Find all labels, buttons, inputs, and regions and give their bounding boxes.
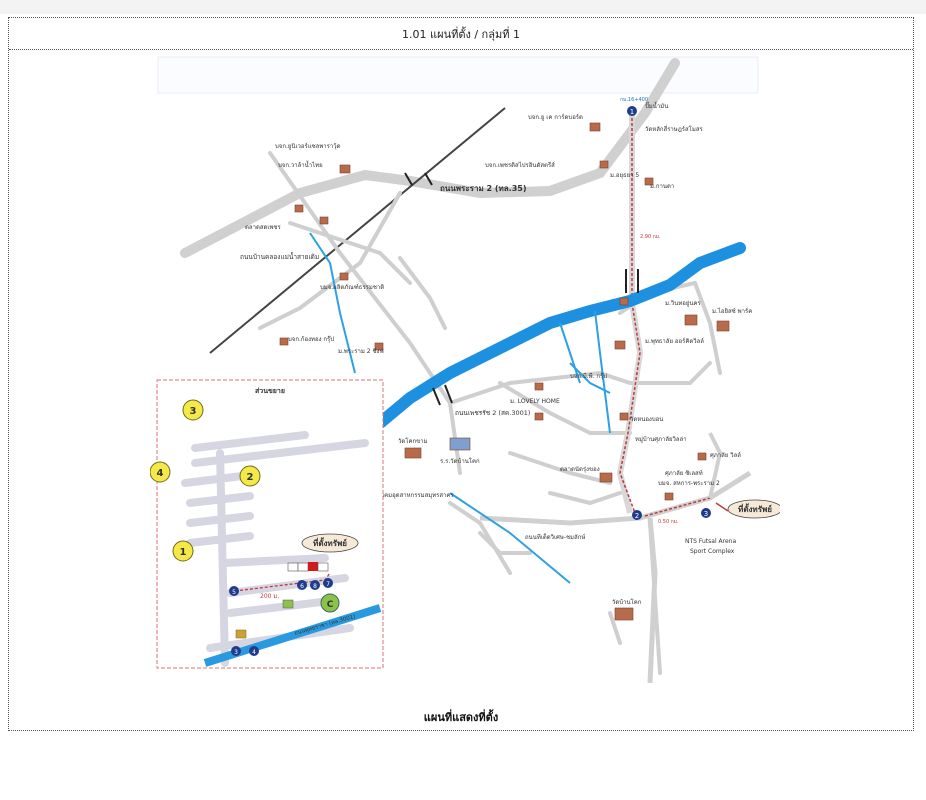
label-bldg9: ม.วินทอยู่นคร: [665, 300, 702, 307]
label-bldg19: นิคมอุตสาหกรรมสมุทรสาคร: [380, 492, 455, 499]
inset-marker-4-dot: [249, 646, 259, 656]
label-gas: ปั๊มน้ำมัน: [645, 100, 668, 110]
inset-marker-3: 3: [234, 649, 238, 656]
map-labels: ถนนพระราม 2 (ทล.35) ถนนบ้านคลองแม่น้ำสาย…: [240, 97, 752, 606]
site-callout-bubble: [727, 499, 780, 519]
label-bldg3: บจก.ยู เค การ์ดบอร์ด: [528, 113, 583, 121]
label-bldg8: ม.ไอยิสซ์ พาร์ค: [712, 307, 752, 315]
inset-site-label: ที่ตั้งทรัพย์: [313, 537, 347, 548]
inset-marker-8: 8: [313, 583, 317, 590]
label-bldg13: ตลาดสดเพชร: [245, 224, 281, 231]
label-bldg18: บจก.บี.พี. กรุ๊ป: [570, 372, 607, 380]
map-caption: แผนที่แสดงที่ตั้ง: [423, 711, 499, 724]
marker-3: 3: [704, 510, 708, 518]
inset-marker-c: C: [327, 600, 334, 610]
road-south: [647, 517, 658, 684]
callout-3: 3: [190, 406, 197, 417]
label-school: ร.ร.วัดบ้านโคก: [440, 457, 480, 465]
road-right: [708, 432, 723, 499]
marker-2-dot: [632, 510, 642, 520]
building-icons: [279, 122, 730, 621]
inset-site-bubble: [301, 533, 359, 553]
report-frame: 1.01 แผนที่ตั้ง / กลุ่มที่ 1 แผนที่แสดงท…: [8, 17, 914, 731]
label-bldg12: วัดหนองบอน: [630, 416, 663, 423]
river-main: [374, 242, 746, 429]
label-bldg24: ม.อยุธยา 5: [610, 172, 639, 179]
inset-marker-7-dot: [323, 578, 333, 588]
label-lovely-home: ม. LOVELY HOME: [510, 398, 560, 405]
callout-1-bubble: [172, 540, 194, 562]
inset-distance: 200 ม.: [260, 593, 279, 600]
inset-panel: ส่วนขยาย 200 ม. ถนนพุทธราชา (ทล.3001) ที…: [150, 379, 384, 669]
label-road-bottom: ถนนทีเด็ดวิเศษ-ชมลักษ์: [525, 532, 585, 541]
label-wat-bottom: วัดบ้านโคก: [612, 598, 642, 606]
site-arrow: [715, 502, 729, 512]
callout-3-bubble: [182, 399, 204, 421]
label-bldg15: ม.พระราม 2 ชิงฟ: [338, 348, 384, 355]
callout-4: 4: [157, 468, 164, 479]
marker-3-dot: [701, 508, 711, 518]
label-bldg7: ม.พุทธาลัย ออร์คิดวิลล์: [645, 337, 704, 345]
label-bldg16: บมจ.ผลิตภัณฑ์ธรรมชาติ: [320, 283, 384, 291]
label-bldg1: บจก.ยูนิเวอร์แซลพาราวุ้ด: [275, 142, 341, 150]
bridges: [404, 172, 639, 406]
callout-2: 2: [247, 472, 254, 483]
inset-marker-5: 5: [232, 589, 236, 596]
inset-plot-1: [287, 562, 299, 572]
label-bldg11: ม.กานดา: [650, 183, 674, 190]
map-markers: 1 2 3: [627, 106, 711, 520]
label-dist-route: 0.50 กม.: [658, 519, 679, 525]
route-line: [619, 113, 641, 514]
label-nts: NTS Futsal Arena: [685, 538, 736, 545]
inset-marker-3-dot: [231, 646, 241, 656]
callout-1: 1: [180, 547, 187, 558]
label-dist-top: กม.16+400: [620, 97, 648, 103]
inset-marker-8-dot: [310, 580, 320, 590]
inset-green-plot: [282, 599, 294, 609]
callout-2-bubble: [239, 465, 261, 487]
location-map: 1 2 3 ที่ตั้งทรัพย์ ถนนพระราม 2 (ทล.35) …: [150, 53, 780, 684]
inset-marker-4: 4: [252, 649, 256, 656]
label-nts-sub: Sport Complex: [690, 548, 735, 555]
inset-site-plot: [308, 562, 318, 571]
inset-plot-3: [317, 562, 329, 572]
inset-callouts: 3 4 2 1: [150, 399, 261, 562]
label-road-rama2: ถนนพระราม 2 (ทล.35): [440, 184, 527, 193]
marker-1-dot: [627, 106, 637, 116]
label-bldg17: หมู่บ้านศุภาลัยวิลล่า: [635, 436, 687, 443]
inset-marker-5-dot: [229, 586, 239, 596]
label-bldg14: บจก.ก้องทอง กรุ๊ป: [288, 336, 334, 343]
label-road-area: ถนนบ้านคลองแม่น้ำสายเดิม: [240, 252, 319, 261]
label-bldg23: ศุภาลัย วิลล์: [710, 451, 741, 459]
label-dist-mid: 2.90 กม.: [640, 234, 661, 240]
railway-line: [209, 107, 506, 354]
inset-marker-6: 6: [300, 583, 304, 590]
inset-marker-6-dot: [297, 580, 307, 590]
label-bldg21: ศุภาลัย ซิเลสท์: [665, 469, 703, 477]
marker-1: 1: [630, 108, 634, 116]
section-title: 1.01 แผนที่ตั้ง / กลุ่มที่ 1: [9, 18, 913, 50]
label-bldg5: บจก.เพชรดิสไปรอินดัสตรีส์: [485, 161, 555, 169]
inset-marker-7: 7: [326, 581, 330, 588]
site-callout-label: ที่ตั้งทรัพย์: [738, 503, 772, 514]
marker-2: 2: [635, 512, 639, 520]
label-wat-left: วัดโคกขาม: [398, 437, 428, 445]
label-bldg2: บจก.วาล้าน้ำไทย: [278, 159, 323, 169]
label-road-local: ถนนเพชรรัช 2 (สค.3001): [455, 409, 530, 417]
inset-marker-c-dot: [320, 593, 340, 613]
inset-landmark-icon: [235, 629, 247, 639]
label-bldg22: บมจ. สหการ-พระราม 2: [658, 480, 720, 487]
inset-title: ส่วนขยาย: [255, 387, 285, 395]
callout-4-bubble: [150, 461, 171, 483]
route-bottom: [644, 497, 711, 517]
top-strip: [0, 0, 926, 14]
canals: [309, 232, 611, 584]
label-bldg4: วัดหลักสี่ราษฎร์สโมสร: [645, 125, 703, 133]
label-bldg20: ตลาดนัดรุ่งของ: [560, 466, 600, 473]
inset-plot-2: [297, 562, 309, 572]
inset-markers: 3 4 5 6 7 8: [229, 578, 333, 656]
